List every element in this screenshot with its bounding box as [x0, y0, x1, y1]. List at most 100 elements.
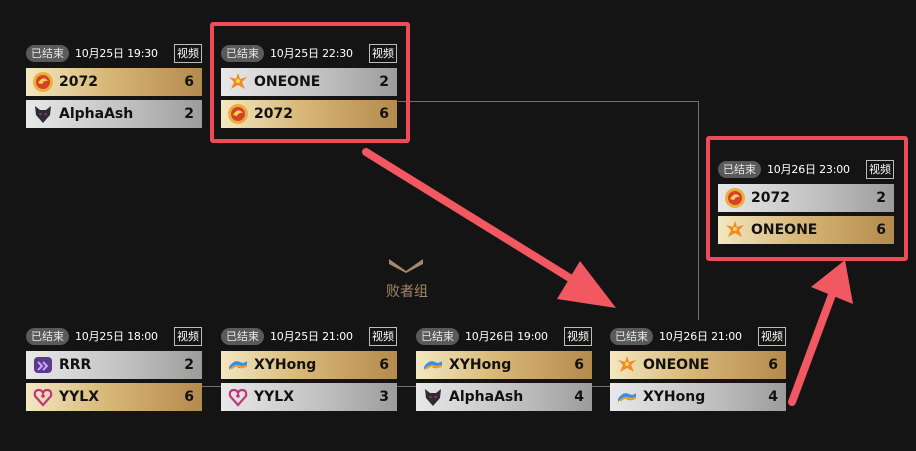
team-row[interactable]: XYHong 4 — [610, 383, 786, 411]
team-name: AlphaAsh — [449, 389, 524, 405]
match-header: 已结束 10月26日 19:00 视频 — [416, 325, 592, 347]
team-name: 2072 — [751, 190, 790, 206]
match-datetime: 10月25日 22:30 — [270, 47, 353, 60]
team-name: ONEONE — [643, 357, 710, 373]
video-button[interactable]: 视频 — [369, 326, 397, 346]
phoenix-logo-icon — [724, 219, 746, 241]
match-card-lower-3: 已结束 10月26日 19:00 视频 XYHong 6 AlphaAsh 4 — [416, 325, 592, 411]
team-name: ONEONE — [254, 74, 321, 90]
team-name: 2072 — [59, 74, 98, 90]
highlight-box-upper-final — [210, 22, 410, 143]
heart-logo-icon — [227, 386, 249, 408]
match-header: 已结束 10月25日 22:30 视频 — [221, 42, 397, 64]
team-score: 6 — [184, 389, 194, 405]
highlight-box-grand-final — [706, 136, 908, 261]
rrr-logo-icon — [32, 354, 54, 376]
video-button[interactable]: 视频 — [866, 159, 894, 179]
match-header: 已结束 10月26日 23:00 视频 — [718, 158, 894, 180]
wave-logo-icon — [422, 354, 444, 376]
team-row[interactable]: AlphaAsh 2 — [26, 100, 202, 128]
status-badge: 已结束 — [416, 327, 459, 345]
dragon-logo-icon — [724, 187, 746, 209]
bracket-connector — [200, 386, 221, 387]
team-row[interactable]: ONEONE 6 — [718, 216, 894, 244]
team-score: 2 — [184, 106, 194, 122]
match-header: 已结束 10月25日 21:00 视频 — [221, 325, 397, 347]
team-name: YYLX — [59, 389, 99, 405]
team-score: 6 — [768, 357, 778, 373]
team-row[interactable]: 2072 2 — [718, 184, 894, 212]
team-row[interactable]: ONEONE 2 — [221, 68, 397, 96]
status-badge: 已结束 — [610, 327, 653, 345]
video-button[interactable]: 视频 — [369, 43, 397, 63]
team-score: 4 — [574, 389, 584, 405]
losers-bracket-label: 败者组 — [386, 284, 428, 300]
status-badge: 已结束 — [221, 44, 264, 62]
team-name: XYHong — [449, 357, 512, 373]
team-row[interactable]: AlphaAsh 4 — [416, 383, 592, 411]
team-row[interactable]: YYLX 3 — [221, 383, 397, 411]
video-button[interactable]: 视频 — [174, 326, 202, 346]
bracket-connector — [698, 101, 699, 320]
team-score: 6 — [379, 357, 389, 373]
match-card-lower-2: 已结束 10月25日 21:00 视频 XYHong 6 YYLX 3 — [221, 325, 397, 411]
team-row[interactable]: 2072 6 — [26, 68, 202, 96]
team-name: AlphaAsh — [59, 106, 134, 122]
dragon-logo-icon — [227, 103, 249, 125]
match-card-upper-2: 已结束 10月25日 22:30 视频 ONEONE 2 2072 6 — [221, 42, 397, 128]
bracket-connector — [395, 386, 416, 387]
team-row[interactable]: YYLX 6 — [26, 383, 202, 411]
team-score: 3 — [379, 389, 389, 405]
status-badge: 已结束 — [26, 327, 69, 345]
wave-logo-icon — [616, 386, 638, 408]
match-datetime: 10月26日 19:00 — [465, 330, 548, 343]
match-datetime: 10月25日 19:30 — [75, 47, 158, 60]
status-badge: 已结束 — [718, 160, 761, 178]
match-card-lower-4: 已结束 10月26日 21:00 视频 ONEONE 6 XYHong 4 — [610, 325, 786, 411]
team-row[interactable]: RRR 2 — [26, 351, 202, 379]
match-datetime: 10月25日 18:00 — [75, 330, 158, 343]
team-row[interactable]: 2072 6 — [221, 100, 397, 128]
bracket-connector — [398, 101, 699, 102]
team-score: 4 — [768, 389, 778, 405]
team-score: 6 — [379, 106, 389, 122]
arrow-icon — [788, 260, 853, 406]
team-name: XYHong — [254, 357, 317, 373]
team-score: 6 — [184, 74, 194, 90]
wolf-logo-icon — [422, 386, 444, 408]
video-button[interactable]: 视频 — [564, 326, 592, 346]
match-header: 已结束 10月26日 21:00 视频 — [610, 325, 786, 347]
match-datetime: 10月26日 23:00 — [767, 163, 850, 176]
match-card-lower-1: 已结束 10月25日 18:00 视频 RRR 2 YYLX 6 — [26, 325, 202, 411]
team-row[interactable]: ONEONE 6 — [610, 351, 786, 379]
team-score: 2 — [379, 74, 389, 90]
team-row[interactable]: XYHong 6 — [221, 351, 397, 379]
phoenix-logo-icon — [616, 354, 638, 376]
bracket-connector — [590, 386, 610, 387]
match-datetime: 10月26日 21:00 — [659, 330, 742, 343]
match-header: 已结束 10月25日 18:00 视频 — [26, 325, 202, 347]
team-name: ONEONE — [751, 222, 818, 238]
video-button[interactable]: 视频 — [174, 43, 202, 63]
team-name: RRR — [59, 357, 92, 373]
dragon-logo-icon — [32, 71, 54, 93]
team-score: 2 — [184, 357, 194, 373]
team-score: 6 — [876, 222, 886, 238]
match-card-upper-1: 已结束 10月25日 19:30 视频 2072 6 AlphaAsh 2 — [26, 42, 202, 128]
phoenix-logo-icon — [227, 71, 249, 93]
team-name: XYHong — [643, 389, 706, 405]
team-score: 6 — [574, 357, 584, 373]
status-badge: 已结束 — [221, 327, 264, 345]
match-datetime: 10月25日 21:00 — [270, 330, 353, 343]
match-card-final: 已结束 10月26日 23:00 视频 2072 2 ONEONE 6 — [718, 158, 894, 244]
wolf-logo-icon — [32, 103, 54, 125]
team-name: 2072 — [254, 106, 293, 122]
chevron-down-icon — [388, 257, 424, 277]
team-row[interactable]: XYHong 6 — [416, 351, 592, 379]
team-score: 2 — [876, 190, 886, 206]
video-button[interactable]: 视频 — [758, 326, 786, 346]
heart-logo-icon — [32, 386, 54, 408]
match-header: 已结束 10月25日 19:30 视频 — [26, 42, 202, 64]
wave-logo-icon — [227, 354, 249, 376]
